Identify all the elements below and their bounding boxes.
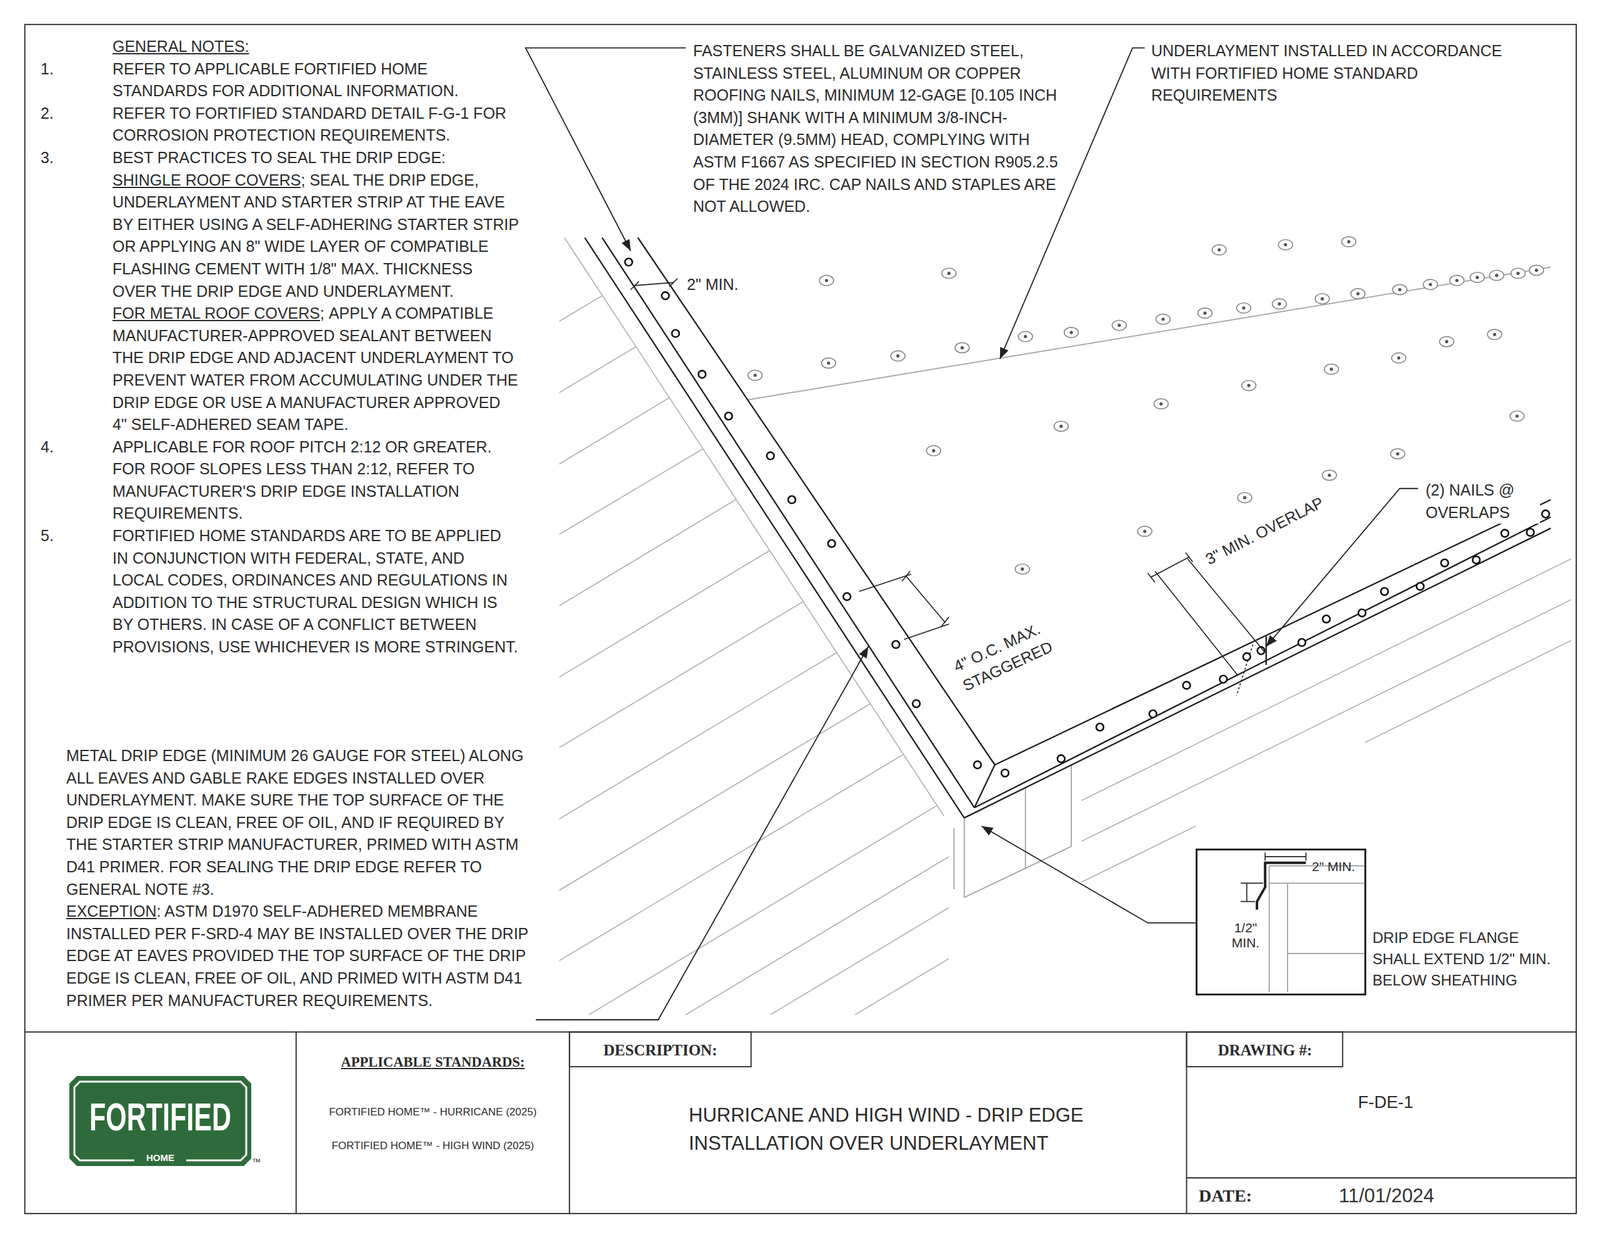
- standard-name: FORTIFIED HOME™ - HIGH WIND (2025): [296, 1138, 570, 1154]
- wall-hatching: [559, 237, 1572, 1015]
- dimension-label: 1/2" MIN.: [1226, 920, 1265, 951]
- note-text: SEAL THE DRIP EDGE, UNDERLAYMENT AND STA…: [112, 171, 519, 300]
- note-text: APPLY A COMPATIBLE MANUFACTURER-APPROVED…: [112, 304, 519, 434]
- note-row: 5.FORTIFIED HOME STANDARDS ARE TO BE APP…: [37, 525, 525, 659]
- logo-subtitle: HOME: [69, 1151, 252, 1165]
- note-text: REFER TO APPLICABLE FORTIFIED HOME STAND…: [112, 60, 459, 100]
- note-text: METAL DRIP EDGE (MINIMUM 26 GAUGE FOR ST…: [66, 746, 524, 899]
- detail-inset: 2" MIN. 1/2" MIN.: [1195, 848, 1367, 996]
- date-cell: DATE: 11/01/2024: [1186, 1178, 1577, 1215]
- drip-edge-note: METAL DRIP EDGE (MINIMUM 26 GAUGE FOR ST…: [66, 745, 532, 1012]
- trademark: ™: [251, 1156, 261, 1169]
- note-row: 1.REFER TO APPLICABLE FORTIFIED HOME STA…: [37, 58, 525, 103]
- underlined-heading: EXCEPTION: [66, 902, 157, 920]
- drawing-number: F-DE-1: [1323, 1090, 1449, 1115]
- note-number: 4.: [37, 436, 113, 525]
- note-number: 2.: [37, 102, 113, 147]
- dimension-label: 2" MIN.: [1311, 858, 1355, 875]
- note-body: BEST PRACTICES TO SEAL THE DRIP EDGE: SHI…: [112, 146, 519, 437]
- callout-label: DRIP EDGE FLANGE SHALL EXTEND 1/2" MIN. …: [1370, 927, 1570, 992]
- general-notes: GENERAL NOTES:1.REFER TO APPLICABLE FORT…: [37, 35, 525, 659]
- cell-heading: APPLICABLE STANDARDS:: [296, 1051, 570, 1074]
- cell-heading: DESCRIPTION:: [569, 1038, 752, 1064]
- note-paragraph: SHINGLE ROOF COVERS;SEAL THE DRIP EDGE, …: [112, 169, 519, 304]
- note-text: FORTIFIED HOME STANDARDS ARE TO BE APPLI…: [112, 526, 519, 656]
- note-body: APPLICABLE FOR ROOF PITCH 2:12 OR GREATE…: [112, 436, 519, 525]
- standards-cell: APPLICABLE STANDARDS: FORTIFIED HOME™ - H…: [296, 1033, 570, 1215]
- fascia: [953, 765, 1072, 898]
- title-block-grid: [25, 24, 1577, 1214]
- cell-heading: DRAWING #:: [1186, 1038, 1344, 1064]
- description-cell: DESCRIPTION: HURRICANE AND HIGH WIND - DR…: [569, 1033, 1187, 1215]
- logo-badge: FORTIFIED HOME: [69, 1076, 252, 1167]
- underlayment-seam: [748, 267, 1551, 400]
- fastener-note: FASTENERS SHALL BE GALVANIZED STEEL, STA…: [693, 40, 1075, 219]
- note-paragraph: REFER TO FORTIFIED STANDARD DETAIL F-G-1…: [112, 102, 519, 147]
- underlined-heading: FOR METAL ROOF COVERS;: [112, 304, 325, 322]
- note-body: FORTIFIED HOME STANDARDS ARE TO BE APPLI…: [112, 525, 519, 659]
- note-row: 3.BEST PRACTICES TO SEAL THE DRIP EDGE: S…: [37, 146, 525, 437]
- leader-lines: [525, 48, 1419, 1020]
- note-paragraph: BEST PRACTICES TO SEAL THE DRIP EDGE:: [112, 146, 519, 170]
- drip-edge: [585, 237, 1552, 819]
- dimension-label: 4" O.C. MAX. STAGGERED: [947, 608, 1072, 697]
- standard-name: FORTIFIED HOME™ - HURRICANE (2025): [296, 1105, 570, 1120]
- note-row: 2.REFER TO FORTIFIED STANDARD DETAIL F-G…: [37, 102, 525, 147]
- note-paragraph: EXCEPTION: ASTM D1970 SELF-ADHERED MEMBR…: [66, 900, 532, 1012]
- note-number: 1.: [37, 58, 113, 103]
- logo-wordmark: FORTIFIED: [69, 1094, 252, 1140]
- note-number: 3.: [37, 146, 113, 437]
- note-number: 5.: [37, 525, 113, 659]
- underlayment-fasteners: [748, 236, 1544, 575]
- drawing-description: HURRICANE AND HIGH WIND - DRIP EDGE INST…: [688, 1101, 1164, 1158]
- note-body: REFER TO APPLICABLE FORTIFIED HOME STAND…: [112, 58, 519, 103]
- note-paragraph: FORTIFIED HOME STANDARDS ARE TO BE APPLI…: [112, 525, 519, 659]
- underlined-heading: SHINGLE ROOF COVERS;: [112, 171, 305, 189]
- note-text: APPLICABLE FOR ROOF PITCH 2:12 OR GREATE…: [112, 438, 492, 523]
- drawing-number-cell: DRAWING #: F-DE-1: [1186, 1033, 1577, 1179]
- drip-edge-nails: [625, 258, 1550, 777]
- dimension-label: 3" MIN. OVERLAP: [1199, 490, 1329, 571]
- note-paragraph: APPLICABLE FOR ROOF PITCH 2:12 OR GREATE…: [112, 436, 519, 525]
- dimension-label: 2" MIN.: [685, 273, 741, 297]
- note-paragraph: REFER TO APPLICABLE FORTIFIED HOME STAND…: [112, 58, 519, 103]
- note-body: REFER TO FORTIFIED STANDARD DETAIL F-G-1…: [112, 102, 519, 147]
- underlayment-note: UNDERLAYMENT INSTALLED IN ACCORDANCE WIT…: [1151, 40, 1542, 107]
- note-paragraph: FOR METAL ROOF COVERS;APPLY A COMPATIBLE…: [112, 302, 519, 437]
- notes-heading: GENERAL NOTES:: [112, 35, 525, 59]
- note-paragraph: METAL DRIP EDGE (MINIMUM 26 GAUGE FOR ST…: [66, 745, 532, 901]
- cell-heading: DATE:: [1198, 1183, 1252, 1209]
- callout-label: (2) NAILS @ OVERLAPS: [1423, 479, 1540, 524]
- inset-detail: [1240, 852, 1364, 993]
- note-text: REFER TO FORTIFIED STANDARD DETAIL F-G-1…: [112, 104, 507, 145]
- note-row: 4.APPLICABLE FOR ROOF PITCH 2:12 OR GREA…: [37, 436, 525, 525]
- note-text: BEST PRACTICES TO SEAL THE DRIP EDGE:: [112, 148, 446, 167]
- date-value: 11/01/2024: [1338, 1183, 1435, 1209]
- dimension-lines: [630, 278, 1265, 676]
